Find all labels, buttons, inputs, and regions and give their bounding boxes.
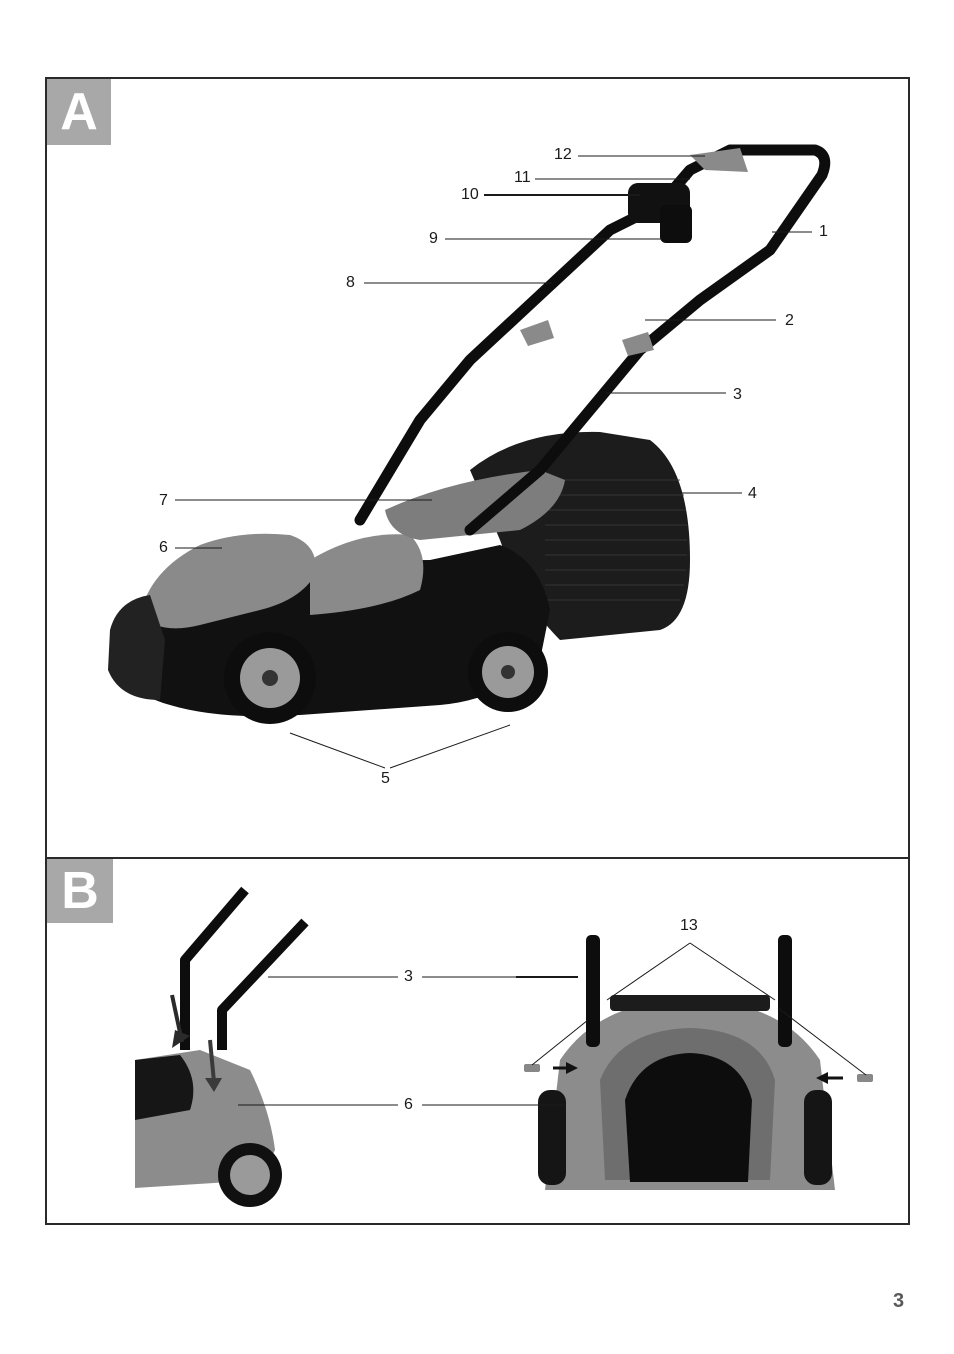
callout-b-13: 13 — [680, 918, 698, 934]
callout-3: 3 — [733, 387, 742, 403]
callout-6: 6 — [159, 540, 168, 556]
callout-1: 1 — [819, 224, 828, 240]
callout-12: 12 — [554, 147, 572, 163]
callout-10: 10 — [461, 187, 479, 203]
callout-5: 5 — [381, 771, 390, 787]
callout-b-6: 6 — [404, 1097, 413, 1113]
lawn-mower-illustration — [108, 148, 825, 724]
callout-b-3: 3 — [404, 969, 413, 985]
callout-2: 2 — [785, 313, 794, 329]
callout-4: 4 — [748, 486, 757, 502]
callout-7: 7 — [159, 493, 168, 509]
handle-insertion-illustration — [135, 890, 305, 1207]
rear-view-illustration — [524, 935, 873, 1190]
callout-11: 11 — [514, 170, 531, 186]
callout-8: 8 — [346, 275, 355, 291]
page-number: 3 — [893, 1290, 904, 1313]
callout-9: 9 — [429, 231, 438, 247]
